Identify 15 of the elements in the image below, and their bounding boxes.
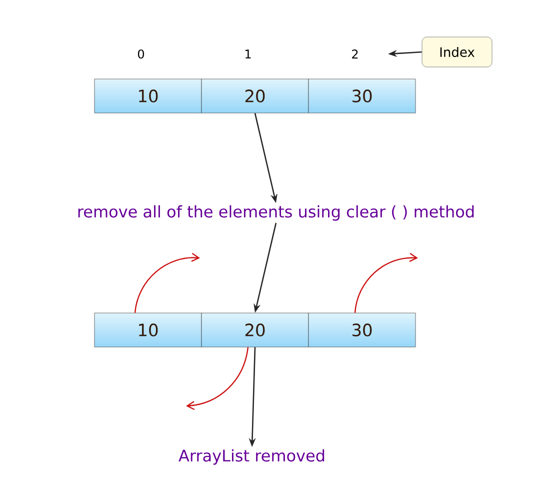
array-cell: 20 — [201, 312, 309, 348]
array-cell: 10 — [94, 312, 202, 348]
array-cell: 20 — [201, 78, 309, 114]
caption-text: ArrayList removed — [178, 449, 324, 465]
caption-text: remove all of the elements using clear ( ) method — [78, 205, 474, 221]
index-number: 1 — [246, 50, 251, 58]
array-cell: 10 — [94, 78, 202, 114]
index-number: 2 — [352, 50, 358, 58]
array-cell: 30 — [308, 312, 416, 348]
array-cell: 30 — [308, 78, 416, 114]
arrow — [134, 252, 200, 313]
index-number: 0 — [138, 49, 144, 59]
label-box: Index — [422, 36, 492, 68]
arrow — [186, 347, 249, 410]
arrow — [354, 252, 418, 313]
